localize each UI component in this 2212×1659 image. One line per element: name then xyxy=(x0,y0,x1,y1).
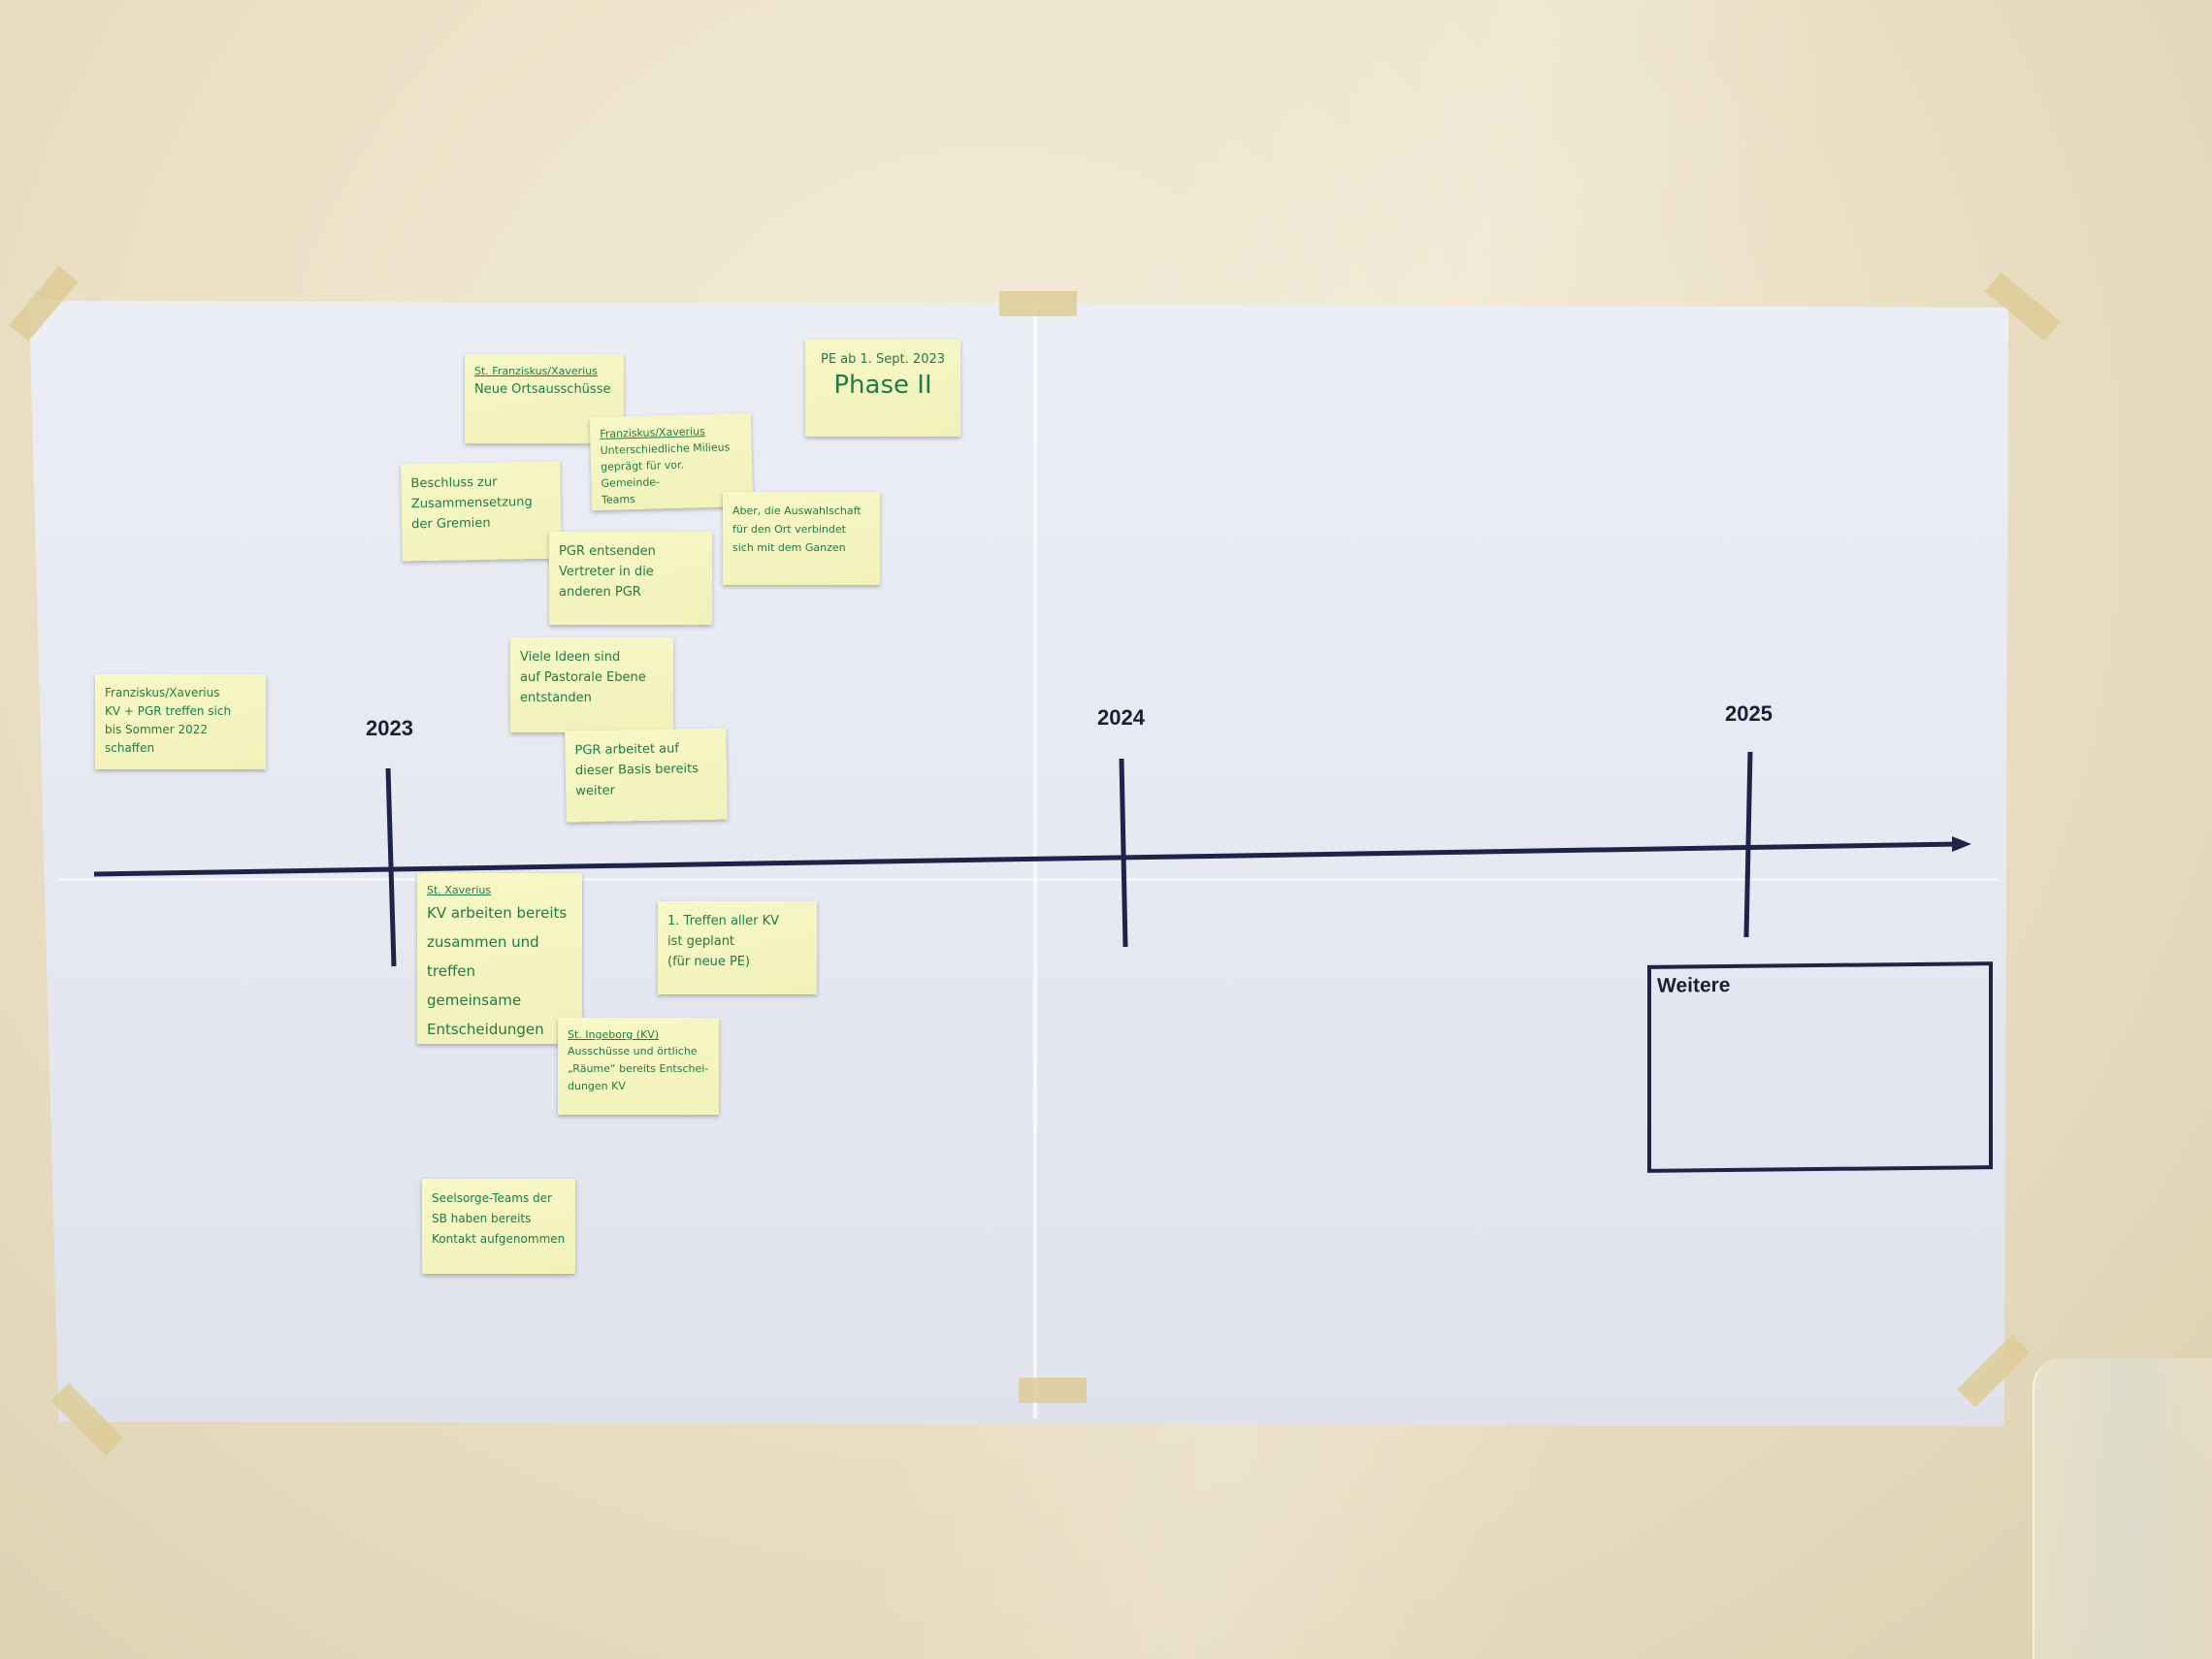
note-text: 1. Treffen aller KV ist geplant (für neu… xyxy=(667,914,780,969)
sticky-note: Viele Ideen sind auf Pastorale Ebene ent… xyxy=(510,637,673,732)
future-box-label: Weitere xyxy=(1657,973,1731,997)
note-text: PGR arbeitet auf dieser Basis bereits we… xyxy=(574,741,699,799)
note-heading: St. Ingeborg (KV) xyxy=(568,1028,660,1041)
sticky-note: Beschluss zur Zusammensetzung der Gremie… xyxy=(401,461,562,562)
sticky-note: PGR arbeitet auf dieser Basis bereits we… xyxy=(565,728,728,823)
tick-2024 xyxy=(1119,758,1128,948)
year-label-2023: 2023 xyxy=(366,716,413,740)
year-label-2024: 2024 xyxy=(1097,705,1145,730)
tape-bottom-center xyxy=(1019,1378,1087,1403)
note-text-large: Phase II xyxy=(833,371,932,400)
note-text: Seelsorge-Teams der SB haben bereits Kon… xyxy=(432,1191,566,1246)
sticky-note: St. Ingeborg (KV) Ausschüsse und örtlich… xyxy=(558,1018,719,1115)
timeline-axis xyxy=(93,841,1961,877)
note-heading: St. Xaverius xyxy=(427,884,492,896)
timeline-arrowhead xyxy=(1952,836,1971,852)
note-text: Viele Ideen sind auf Pastorale Ebene ent… xyxy=(520,650,646,705)
note-text: KV arbeiten bereits zusammen und treffen… xyxy=(427,904,568,1038)
note-text: Franziskus/Xaverius KV + PGR treffen sic… xyxy=(105,686,232,755)
note-text: Neue Ortsausschüsse xyxy=(474,382,611,397)
sticky-note: PGR entsenden Vertreter in die anderen P… xyxy=(549,532,712,625)
sticky-note: 1. Treffen aller KV ist geplant (für neu… xyxy=(658,901,817,994)
poster-paper xyxy=(29,301,2008,1426)
note-heading: St. Franziskus/Xaverius xyxy=(474,365,598,377)
sticky-note: PE ab 1. Sept. 2023 Phase II xyxy=(805,340,960,437)
tick-2023 xyxy=(385,767,397,967)
future-box: Weitere xyxy=(1647,961,1993,1173)
tape-top-center xyxy=(999,291,1077,316)
note-text: PGR entsenden Vertreter in die anderen P… xyxy=(559,544,656,600)
sticky-note: Seelsorge-Teams der SB haben bereits Kon… xyxy=(422,1179,575,1274)
sticky-note: St. Xaverius KV arbeiten bereits zusamme… xyxy=(417,873,582,1044)
sticky-note: Franziskus/Xaverius KV + PGR treffen sic… xyxy=(95,674,266,769)
note-text: Aber, die Auswahlschaft für den Ort verb… xyxy=(732,504,862,554)
sticky-note: Aber, die Auswahlschaft für den Ort verb… xyxy=(723,492,880,585)
paper-crease xyxy=(58,878,1999,881)
note-text: Ausschüsse und örtliche „Räume“ bereits … xyxy=(568,1045,709,1092)
tick-2025 xyxy=(1743,751,1753,938)
note-text: PE ab 1. Sept. 2023 xyxy=(820,352,946,367)
drinking-glass xyxy=(2033,1358,2212,1659)
year-label-2025: 2025 xyxy=(1725,701,1773,726)
note-text: Beschluss zur Zusammensetzung der Gremie… xyxy=(410,474,533,533)
